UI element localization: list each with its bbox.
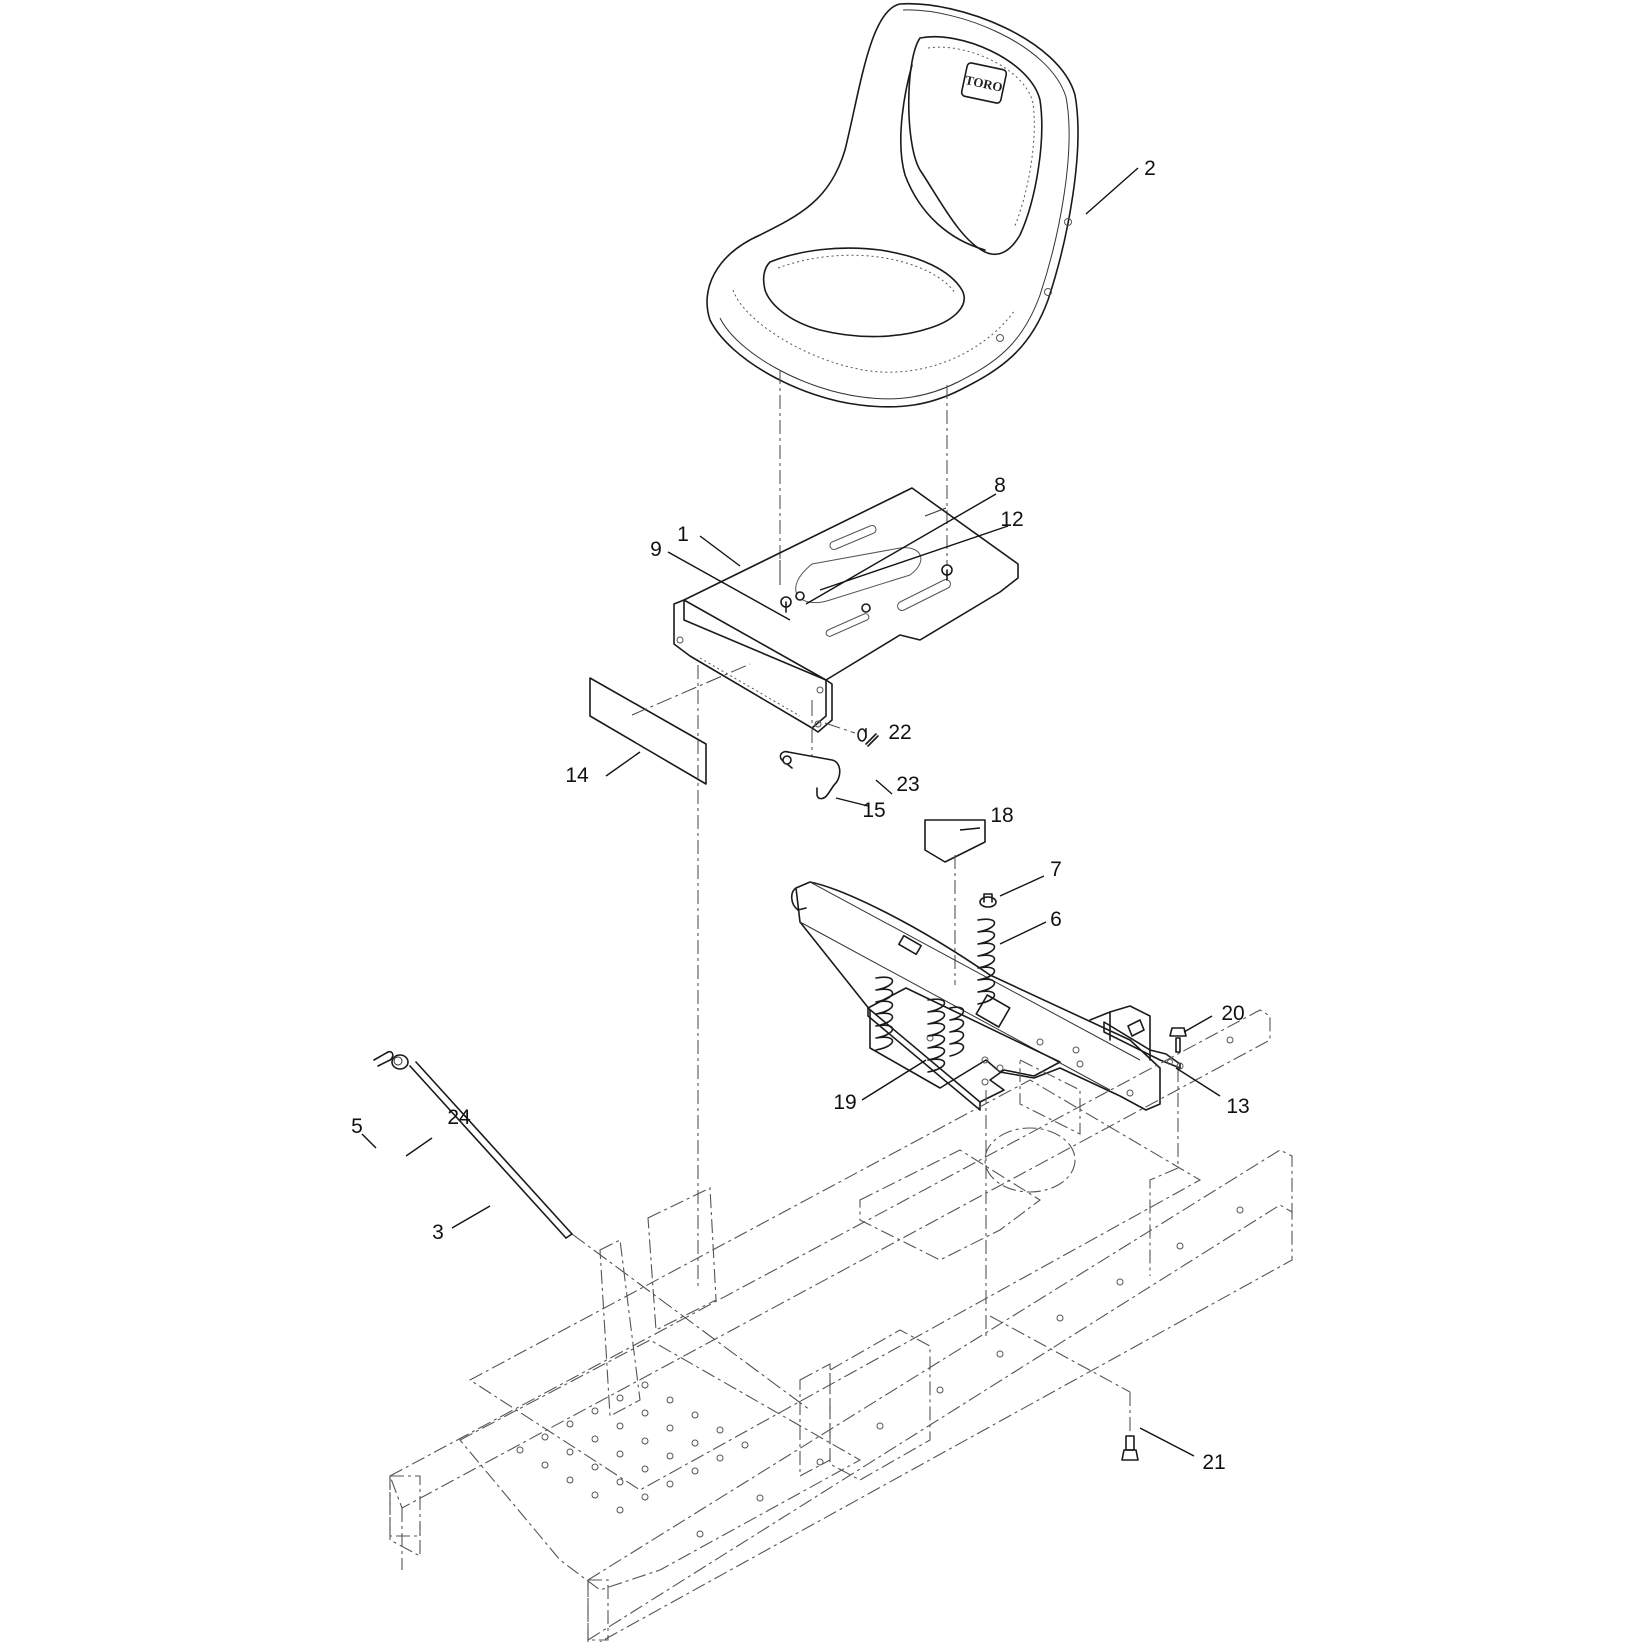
seat[interactable]: TORO — [706, 2, 1079, 408]
callout-labels: 2 1 9 8 12 14 22 23 15 18 7 6 20 13 19 2… — [351, 157, 1250, 1474]
callout-1: 1 — [677, 523, 689, 546]
alignment-line — [571, 1233, 811, 1411]
floor-holes — [516, 1381, 749, 1514]
alignment-line — [989, 1315, 1131, 1393]
callout-20: 20 — [1221, 1002, 1244, 1025]
callout-8: 8 — [994, 474, 1006, 497]
cotter-pin-23[interactable] — [865, 733, 879, 747]
washer-22[interactable] — [857, 728, 867, 742]
decal-18[interactable] — [924, 819, 986, 863]
callout-3: 3 — [432, 1221, 444, 1244]
callout-18: 18 — [990, 804, 1013, 827]
seat-pan-plate[interactable] — [673, 487, 1019, 733]
alignment-line — [631, 663, 751, 716]
hair-pin-5[interactable] — [373, 1050, 394, 1067]
callout-9: 9 — [650, 538, 662, 561]
callout-24: 24 — [447, 1106, 471, 1129]
bolt-20[interactable] — [1127, 1019, 1187, 1053]
callout-23: 23 — [896, 773, 919, 796]
callout-12: 12 — [1000, 508, 1023, 531]
pivot-rod[interactable] — [409, 1061, 573, 1239]
bracket-13[interactable] — [1103, 1021, 1181, 1069]
callout-22: 22 — [888, 721, 911, 744]
hitch-pin[interactable] — [779, 750, 841, 800]
callout-2: 2 — [1144, 157, 1156, 180]
callout-6: 6 — [1050, 908, 1062, 931]
spring-base-plate[interactable] — [867, 987, 1061, 1111]
leader-lines — [361, 167, 1221, 1457]
decal-14[interactable] — [589, 677, 707, 785]
callout-5: 5 — [351, 1115, 363, 1138]
callout-14: 14 — [565, 764, 589, 787]
mower-frame — [389, 1009, 1293, 1642]
callout-15: 15 — [862, 799, 885, 822]
callout-7: 7 — [1050, 858, 1062, 881]
spring — [875, 976, 965, 1073]
spring-6[interactable] — [977, 893, 997, 1005]
bolt-21[interactable] — [1121, 1435, 1139, 1461]
suspension-arm[interactable] — [790, 881, 1161, 1111]
callout-13: 13 — [1226, 1095, 1249, 1118]
callout-21: 21 — [1202, 1451, 1225, 1474]
alignment-line — [824, 722, 856, 734]
callout-19: 19 — [833, 1091, 856, 1114]
alignment-line — [1149, 1167, 1179, 1276]
bushing-24[interactable] — [391, 1054, 409, 1070]
